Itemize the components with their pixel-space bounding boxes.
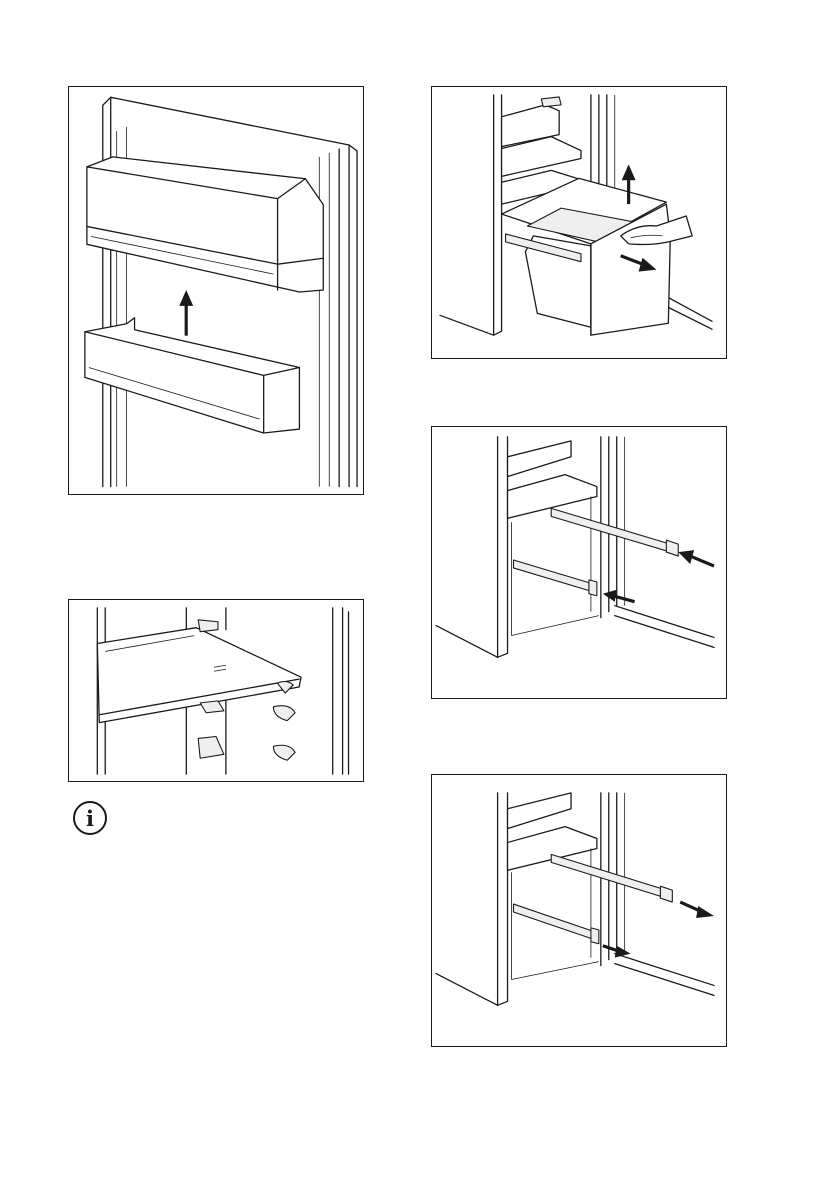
drawer-illustration (432, 87, 726, 358)
figure-rails-remove (431, 774, 727, 1047)
figure-door-bin-removal (68, 86, 364, 495)
glass-shelf-illustration (69, 600, 363, 781)
rails-insert-illustration (432, 427, 726, 698)
arrow-in-icon (603, 590, 635, 602)
figure-rails-insert (431, 426, 727, 699)
arrow-out-icon (603, 946, 631, 958)
figure-drawer-removal (431, 86, 727, 359)
arrow-out-icon (680, 902, 714, 918)
arrow-in-icon (678, 550, 714, 566)
rails-remove-illustration (432, 775, 726, 1046)
info-icon: i (73, 801, 107, 835)
figure-glass-shelf (68, 599, 364, 782)
door-bin-illustration (69, 87, 363, 494)
arrow-up-icon (179, 290, 193, 336)
